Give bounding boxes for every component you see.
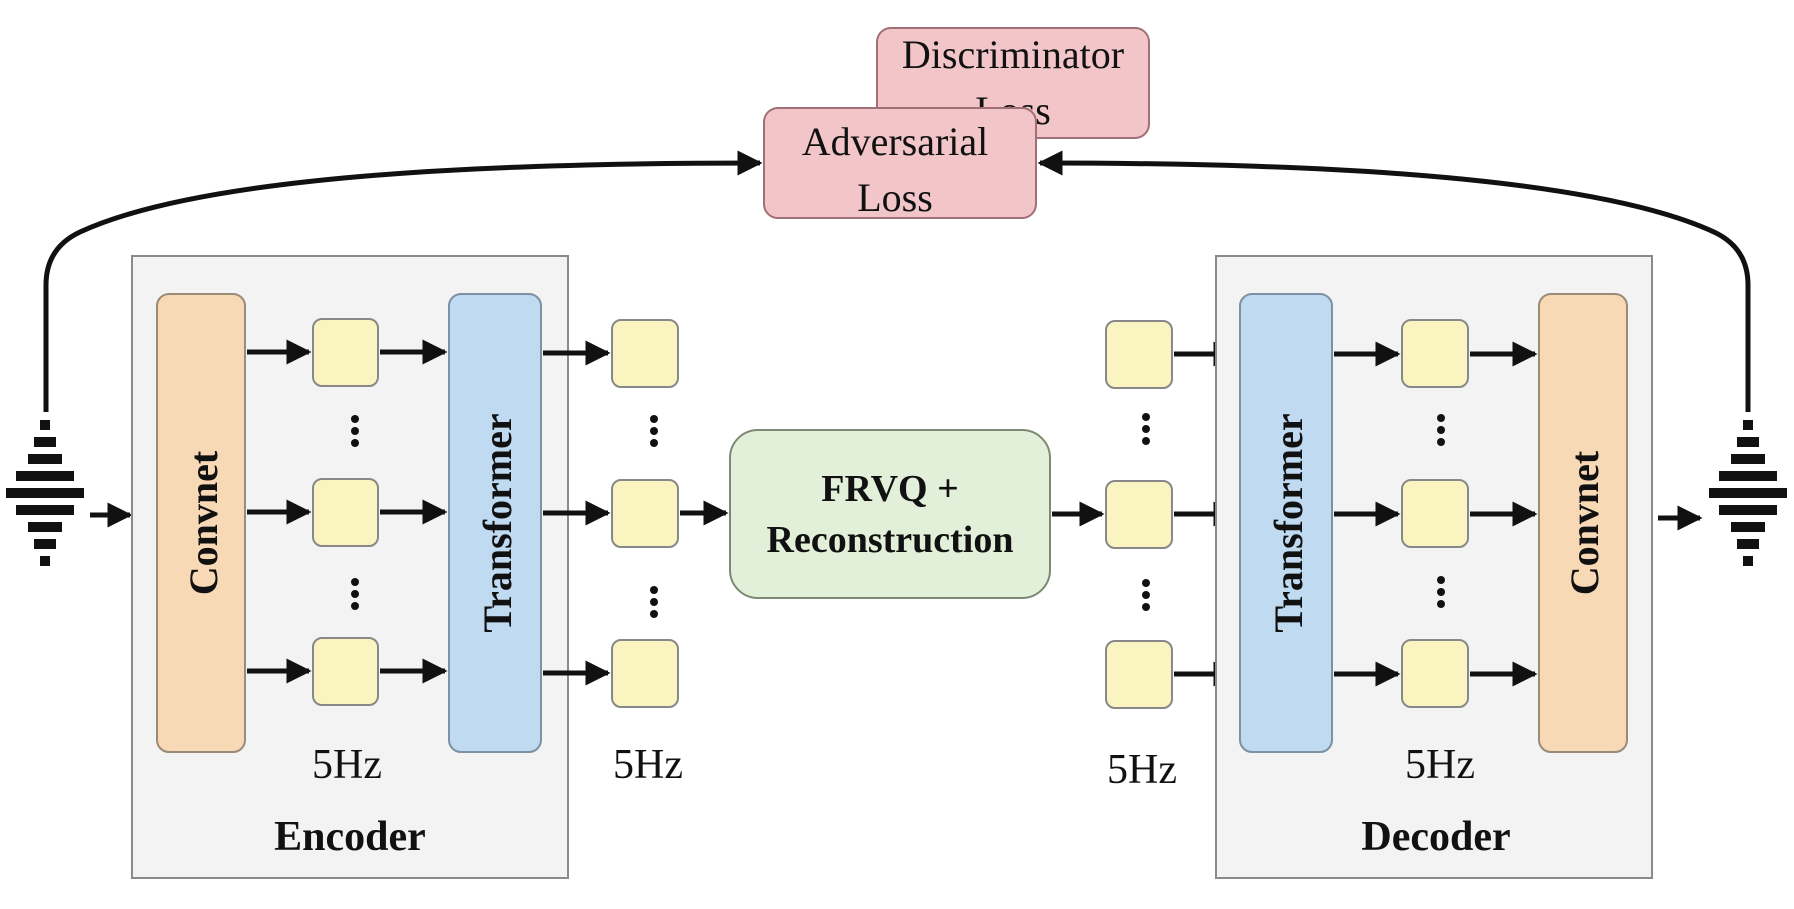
decoder-convnet-block [1538, 293, 1628, 753]
adversarial-loss-box: Adversarial Loss [763, 107, 1037, 220]
encoder-output-rate: 5Hz [613, 742, 683, 788]
frvq-label-1: FRVQ + [821, 468, 958, 510]
ellipsis-icon [650, 415, 658, 618]
frvq-reconstruction-block: FRVQ + Reconstruction [729, 429, 1051, 599]
encoder-inner-rate: 5Hz [312, 742, 382, 788]
ellipsis-icon [1142, 413, 1150, 611]
encoder-output-tokens: 5Hz [543, 319, 729, 788]
input-waveform-icon [6, 420, 84, 566]
decoder-title: Decoder [1361, 814, 1510, 860]
decoder-input-tokens: 5Hz [1052, 320, 1239, 793]
adversarial-loss-label-2: Loss [857, 175, 933, 220]
encoder-token [312, 478, 379, 547]
decoder-transformer-label: Transformer [1266, 413, 1311, 632]
encoder-panel: Convnet Transformer 5Hz Encoder [131, 255, 569, 879]
adversarial-loss-label-1: Adversarial [802, 119, 989, 164]
decoder-input-rate: 5Hz [1107, 747, 1177, 793]
decoder-arrows [1334, 341, 1538, 687]
decoder-panel: Transformer Convnet 5Hz Decoder [1215, 255, 1653, 879]
encoder-convnet-label: Convnet [181, 450, 226, 595]
frvq-label-2: Reconstruction [767, 519, 1014, 561]
encoder-arrows [247, 339, 448, 684]
encoder-title: Encoder [274, 814, 426, 860]
decoder-transformer-block [1239, 293, 1333, 753]
encoder-transformer-block [448, 293, 542, 753]
input-to-loss-arc [43, 150, 763, 412]
decoder-token [1401, 479, 1469, 548]
decoder-token [1401, 319, 1469, 388]
ellipsis-icon [1437, 414, 1445, 608]
output-waveform-icon [1709, 420, 1787, 566]
decoder-convnet-label: Convnet [1562, 450, 1607, 595]
encoder-token [312, 318, 379, 387]
decoder-token [1401, 639, 1469, 708]
output-to-loss-arc [1037, 150, 1751, 412]
discriminator-loss-label-1: Discriminator [902, 32, 1124, 77]
encoder-transformer-label: Transformer [475, 413, 520, 632]
encoder-token [312, 637, 379, 706]
decoder-inner-rate: 5Hz [1405, 742, 1475, 788]
ellipsis-icon [351, 415, 359, 610]
encoder-convnet-block [156, 293, 246, 753]
